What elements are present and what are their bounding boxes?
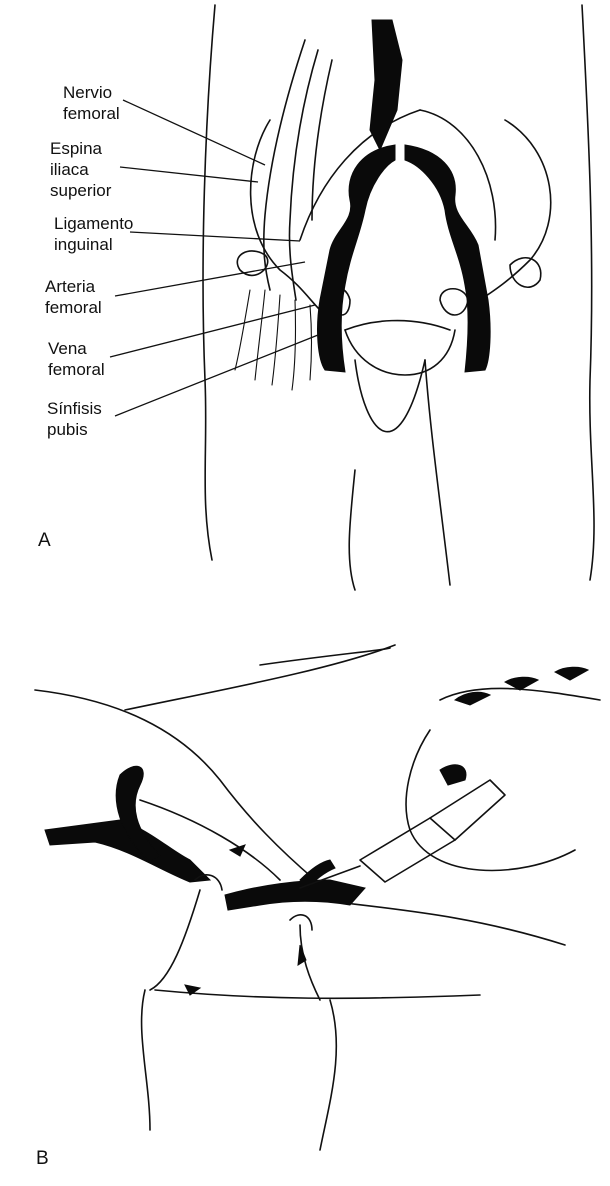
panel-b-drawing: [35, 645, 600, 1150]
upper-contour: [125, 645, 395, 710]
lower-pubis-lobe: [345, 330, 455, 375]
syringe-barrel: [360, 818, 455, 882]
right-leg-inner: [425, 360, 450, 585]
leader-sinfisis: [115, 335, 318, 416]
torso-left-outline: [203, 5, 215, 560]
femoral-strand-1: [264, 40, 305, 290]
right-iliac-vessel: [405, 145, 490, 372]
hand-shadow-4: [440, 765, 466, 785]
torso-right-outline: [582, 5, 594, 580]
femoral-fibers-5: [310, 305, 312, 380]
panel-letter-a: A: [38, 530, 51, 552]
femoral-fibers-1: [235, 290, 250, 370]
upper-hand-outline: [406, 688, 600, 870]
pubic-arch: [345, 321, 450, 330]
label-espina-iliaca-superior: Espina iliaca superior: [50, 138, 111, 201]
hand-shadow-1: [455, 692, 490, 705]
label-vena-femoral: Vena femoral: [48, 338, 105, 380]
label-sinfisis-pubis: Sínfisis pubis: [47, 398, 102, 440]
hand-shadow-3: [555, 667, 588, 680]
femoral-strand-3: [312, 60, 332, 220]
aorta-shape: [370, 20, 402, 150]
panel-a-drawing: [110, 5, 594, 590]
femoral-vessel-b: [225, 880, 365, 910]
index-finger: [150, 890, 200, 990]
left-leg-inner: [349, 470, 355, 590]
label-nervio-femoral: Nervio femoral: [63, 82, 120, 124]
leader-espina: [120, 167, 258, 182]
femoral-fibers-3: [272, 295, 280, 385]
label-arteria-femoral: Arteria femoral: [45, 276, 102, 318]
femoral-fibers-2: [255, 290, 265, 380]
leader-ligamento: [130, 232, 300, 241]
label-ligamento-inguinal: Ligamento inguinal: [54, 213, 133, 255]
groin-line: [355, 360, 425, 432]
leader-nervio: [123, 100, 265, 165]
finger-tip-2: [290, 915, 312, 930]
right-hip-joint: [510, 258, 541, 287]
right-obturator: [440, 289, 468, 315]
syringe-plunger: [430, 780, 505, 840]
thigh-contour: [320, 900, 565, 945]
lower-hand-outline: [142, 990, 337, 1150]
leader-vena: [110, 305, 315, 357]
panel-letter-b: B: [36, 1148, 49, 1170]
leader-arteria: [115, 262, 305, 296]
finger-tip-1: [195, 875, 222, 890]
top-contour: [260, 648, 390, 665]
middle-finger: [300, 925, 320, 1000]
